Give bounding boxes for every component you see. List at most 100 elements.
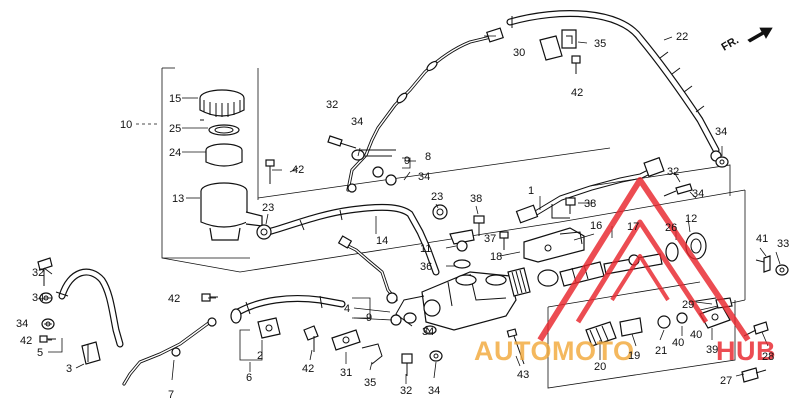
- callout-16: 16: [590, 220, 602, 232]
- upper-hose-22: [506, 10, 722, 162]
- callout-23-right: 23: [431, 191, 443, 203]
- callout-21: 21: [655, 345, 667, 357]
- watermark-logo-outer: [537, 177, 751, 342]
- callout-33: 33: [777, 238, 789, 250]
- callout-28: 28: [762, 351, 774, 363]
- washer-34-right: [715, 156, 729, 168]
- callout-34-upper: 34: [351, 116, 363, 128]
- callout-32-left: 32: [32, 267, 44, 279]
- callout-34-left-b: 34: [16, 318, 28, 330]
- bolt-42-left: [39, 335, 56, 343]
- bolt-43: [506, 328, 525, 365]
- pin-41: [755, 255, 771, 273]
- bolt-32-left: [37, 257, 53, 286]
- callout-40-right: 40: [690, 329, 702, 341]
- callout-6: 6: [246, 372, 252, 384]
- watermark-logo-inner: [575, 219, 709, 324]
- callout-34-left-a: 34: [32, 292, 44, 304]
- callout-37: 37: [484, 233, 496, 245]
- callout-29: 29: [682, 299, 694, 311]
- direction-label: FR.: [720, 34, 741, 53]
- clamp-23-right: [432, 204, 448, 220]
- pipe-8: [346, 27, 504, 193]
- callout-34-mid: 34: [418, 171, 430, 183]
- callout-42-lower: 42: [302, 363, 314, 375]
- callout-14: 14: [376, 235, 388, 247]
- screw-38-right: [565, 197, 576, 214]
- callout-38-right: 38: [584, 198, 596, 210]
- nut-33: [775, 264, 789, 276]
- callout-2: 2: [257, 350, 263, 362]
- callout-19: 19: [628, 350, 640, 362]
- callout-34-bottom: 34: [428, 385, 440, 397]
- bolt-42-mid: [201, 293, 218, 302]
- callout-24: 24: [169, 147, 181, 159]
- callout-labels: 1 2 3 4 5 6 7 8 9 9 10 11 12 13 14 15 16…: [16, 31, 789, 401]
- clamp-23-left: [256, 224, 272, 240]
- clip-31: [331, 329, 361, 351]
- callout-32-upper: 32: [326, 99, 338, 111]
- bolt-32-bottom: [401, 353, 413, 376]
- bolt-32-right: [663, 183, 693, 197]
- callout-32-right: 32: [667, 166, 679, 178]
- lower-left-hose: [55, 268, 217, 386]
- callout-31: 31: [340, 367, 352, 379]
- reservoir-assembly: [199, 89, 263, 241]
- bolt-42-lower: [303, 325, 319, 352]
- callout-11: 11: [420, 243, 431, 255]
- callout-22: 22: [676, 31, 688, 43]
- callout-17: 17: [627, 221, 639, 233]
- callout-38-center: 38: [470, 193, 482, 205]
- callout-41: 41: [756, 233, 768, 245]
- callout-42-mid: 42: [168, 293, 180, 305]
- callout-10: 10: [120, 119, 132, 131]
- callout-23-left: 23: [262, 202, 274, 214]
- front-direction-arrow: FR.: [720, 27, 773, 54]
- reservoir-hose-14: [264, 203, 440, 276]
- callout-34-right: 34: [692, 188, 704, 200]
- callout-18: 18: [490, 251, 502, 263]
- washer-34-bottom: [429, 350, 443, 362]
- callout-34-center: 34: [422, 326, 434, 338]
- master-cylinder: [395, 271, 517, 335]
- callout-34-right-top: 34: [715, 126, 727, 138]
- screw-37: [499, 231, 509, 250]
- bolt-32-upper: [327, 135, 365, 161]
- callout-7: 7: [168, 389, 174, 401]
- clip-35: [361, 343, 383, 365]
- callout-42-reservoir: 42: [292, 164, 304, 176]
- callout-5: 5: [37, 347, 43, 359]
- bracket-16-18: [523, 227, 585, 263]
- callout-42-left: 42: [20, 335, 32, 347]
- connector-11: [449, 229, 475, 269]
- callout-39: 39: [706, 344, 718, 356]
- switch-wire-1: [515, 156, 665, 224]
- callout-20: 20: [594, 361, 606, 373]
- callout-26: 26: [665, 222, 677, 234]
- callout-40-left: 40: [672, 337, 684, 349]
- hose-6: [230, 295, 346, 339]
- callout-1: 1: [528, 185, 534, 197]
- callout-36: 36: [420, 261, 432, 273]
- callout-32-bottom: 32: [400, 385, 412, 397]
- callout-12: 12: [685, 213, 697, 225]
- callout-25: 25: [169, 123, 181, 135]
- callout-42-upper: 42: [571, 87, 583, 99]
- bracket-30: [539, 29, 581, 74]
- callout-3: 3: [66, 363, 72, 375]
- pipe-4: [337, 235, 402, 326]
- callout-9-lower: 9: [366, 312, 372, 324]
- watermark: AUTOMOTO HUB: [474, 177, 776, 366]
- callout-35-upper: 35: [594, 38, 606, 50]
- callout-9-upper: 9: [404, 155, 410, 167]
- callout-13: 13: [172, 193, 184, 205]
- callout-35-bottom: 35: [364, 377, 376, 389]
- callout-30: 30: [513, 47, 525, 59]
- callout-15: 15: [169, 93, 181, 105]
- callout-27: 27: [720, 375, 732, 387]
- screw-38-center: [473, 215, 485, 236]
- watermark-logo-peak: [610, 254, 670, 302]
- callout-43: 43: [517, 369, 529, 381]
- watermark-text-primary: AUTOMOTO: [474, 336, 635, 366]
